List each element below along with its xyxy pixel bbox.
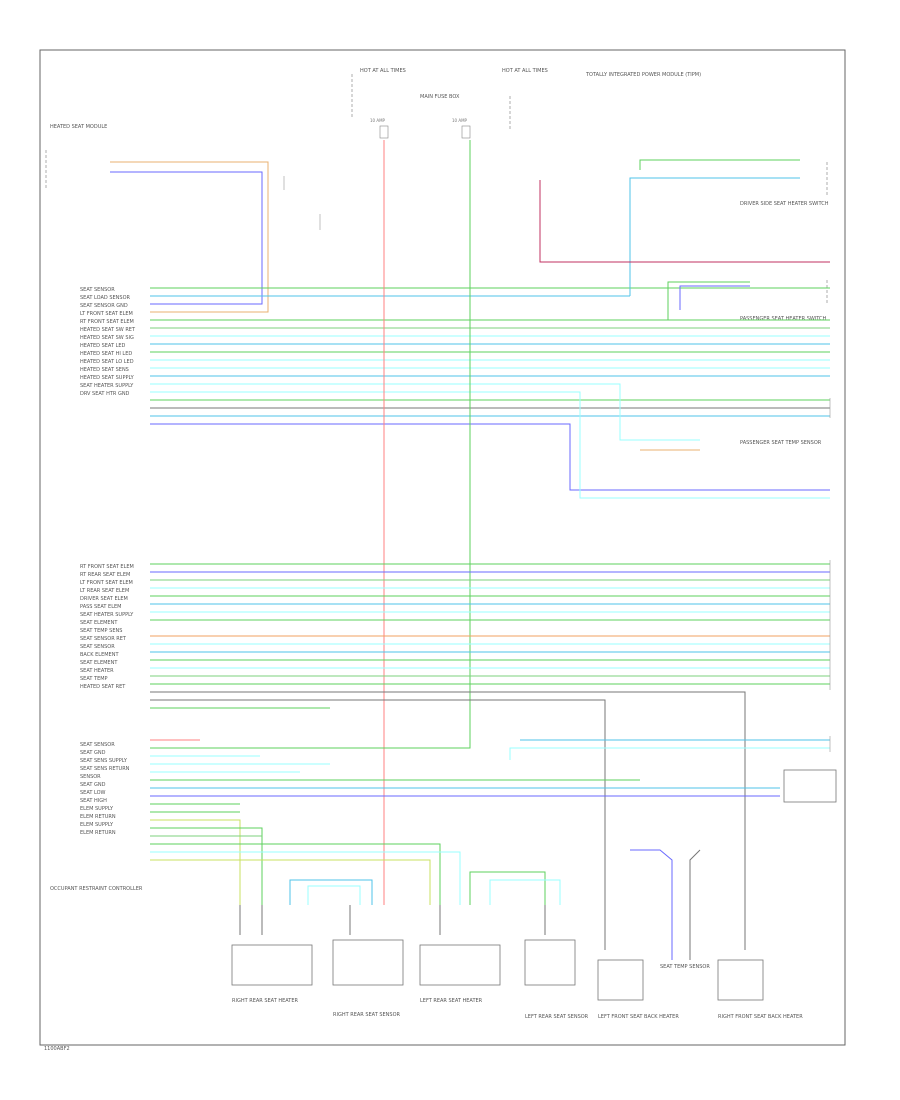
low-pin-labels: SEAT SENSOR SEAT GND SEAT SENS SUPPLY SE… — [80, 742, 130, 836]
left-pin-labels: SEAT SENSOR SEAT LOAD SENSOR SEAT SENSOR… — [80, 287, 136, 397]
pin-label: DRIVER SEAT ELEM — [80, 596, 128, 602]
fuse-left-rating: 10 AMP — [370, 118, 386, 123]
pin-label: HEATED SEAT RET — [80, 684, 126, 690]
pin-label: HEATED SEAT SUPPLY — [80, 375, 135, 381]
pin-label: HEATED SEAT SENS — [80, 367, 129, 373]
module-box-1 — [231, 944, 313, 986]
passenger-temp-sensor-label: PASSENGER SEAT TEMP SENSOR — [740, 440, 822, 446]
pin-label: SEAT SENS RETURN — [80, 766, 130, 772]
pin-label: SEAT LOW — [80, 790, 106, 796]
pin-label: SEAT ELEMENT — [80, 620, 118, 626]
heated-seat-module-label: HEATED SEAT MODULE — [50, 124, 107, 130]
pin-label: HEATED SEAT SW SIG — [80, 335, 134, 341]
figure-id: 1100ABF2 — [44, 1046, 70, 1052]
pin-label: SEAT SENSOR — [80, 644, 115, 650]
pin-label: HEATED SEAT LED — [80, 343, 126, 349]
pin-label: HEATED SEAT SW RET — [80, 327, 136, 333]
pin-label: SEAT ELEMENT — [80, 660, 118, 666]
passenger-heater-switch-label: PASSENGER SEAT HEATER SWITCH — [740, 316, 827, 322]
pin-label: RT FRONT SEAT ELEM — [80, 564, 134, 570]
pin-label: RT FRONT SEAT ELEM — [80, 319, 134, 325]
pin-label: ELEM RETURN — [80, 830, 116, 836]
module-box-4 — [524, 939, 576, 986]
pin-label: LT FRONT SEAT ELEM — [80, 311, 133, 317]
pin-label: ELEM RETURN — [80, 814, 116, 820]
wires-middle — [150, 563, 830, 905]
pin-label: SEAT SENSOR RET — [80, 636, 127, 642]
pin-label: SEAT TEMP SENS — [80, 628, 122, 634]
connector-ticks — [283, 176, 831, 752]
pin-label: SENSOR — [80, 774, 101, 780]
pin-label: ELEM SUPPLY — [80, 822, 114, 828]
pin-label: SEAT SENSOR — [80, 287, 115, 293]
pin-label: RT REAR SEAT ELEM — [80, 572, 130, 578]
fuse-feed-green — [150, 140, 471, 749]
pin-label: SEAT LOAD SENSOR — [80, 295, 131, 301]
passenger-seat-module-box — [783, 769, 837, 803]
wires-upper — [110, 159, 830, 499]
fuse-box-label: MAIN FUSE BOX — [420, 94, 460, 100]
driver-heater-switch-label: DRIVER SIDE SEAT HEATER SWITCH — [740, 201, 829, 207]
pin-label: HEATED SEAT LO LED — [80, 359, 134, 365]
bottom-stubs — [239, 905, 746, 950]
fuse-right-symbol — [461, 125, 471, 139]
bottom-modules — [231, 939, 764, 1001]
pin-label: SEAT HIGH — [80, 798, 107, 804]
module-label: RIGHT REAR SEAT HEATER — [232, 998, 299, 1004]
pin-label: SEAT TEMP — [80, 676, 108, 682]
restraint-controller-label: OCCUPANT RESTRAINT CONTROLLER — [50, 886, 143, 892]
pin-label: LT FRONT SEAT ELEM — [80, 580, 133, 586]
pin-label: LT REAR SEAT ELEM — [80, 588, 129, 594]
module-label: LEFT REAR SEAT HEATER — [420, 998, 483, 1004]
module-box-2 — [332, 939, 404, 986]
module-box-6 — [717, 959, 764, 1001]
pin-label: HEATED SEAT HI LED — [80, 351, 132, 357]
wires-lower — [150, 739, 830, 960]
pin-label: SEAT SENSOR — [80, 742, 115, 748]
fuse-header-right: HOT AT ALL TIMES — [502, 68, 548, 74]
module-label: SEAT TEMP SENSOR — [660, 964, 710, 970]
pin-label: DRV SEAT HTR GND — [80, 391, 130, 397]
mid-pin-labels: RT FRONT SEAT ELEM RT REAR SEAT ELEM LT … — [80, 564, 134, 690]
pin-label: PASS SEAT ELEM — [80, 604, 121, 610]
module-label: LEFT REAR SEAT SENSOR — [525, 1014, 589, 1020]
fuse-header-note: TOTALLY INTEGRATED POWER MODULE (TIPM) — [585, 72, 701, 78]
pin-label: SEAT GND — [80, 750, 106, 756]
module-label: RIGHT REAR SEAT SENSOR — [333, 1012, 401, 1018]
pin-label: SEAT HEATER SUPPLY — [80, 612, 134, 618]
fuse-left-symbol — [379, 125, 389, 139]
fuse-right-rating: 10 AMP — [452, 118, 468, 123]
module-label: RIGHT FRONT SEAT BACK HEATER — [718, 1014, 803, 1020]
pin-label: SEAT HEATER — [80, 668, 114, 674]
pin-label: SEAT SENSOR GND — [80, 303, 128, 309]
pin-label: ELEM SUPPLY — [80, 806, 114, 812]
bottom-module-labels: RIGHT REAR SEAT HEATER RIGHT REAR SEAT S… — [232, 964, 803, 1020]
pin-label: SEAT GND — [80, 782, 106, 788]
module-box-3 — [419, 944, 501, 986]
pin-label: SEAT SENS SUPPLY — [80, 758, 128, 764]
module-box-5 — [597, 959, 644, 1001]
pin-label: BACK ELEMENT — [80, 652, 119, 658]
pin-label: SEAT HEATER SUPPLY — [80, 383, 134, 389]
module-label: LEFT FRONT SEAT BACK HEATER — [598, 1014, 679, 1020]
fuse-header-left: HOT AT ALL TIMES — [360, 68, 406, 74]
diagram-frame — [39, 49, 846, 1046]
